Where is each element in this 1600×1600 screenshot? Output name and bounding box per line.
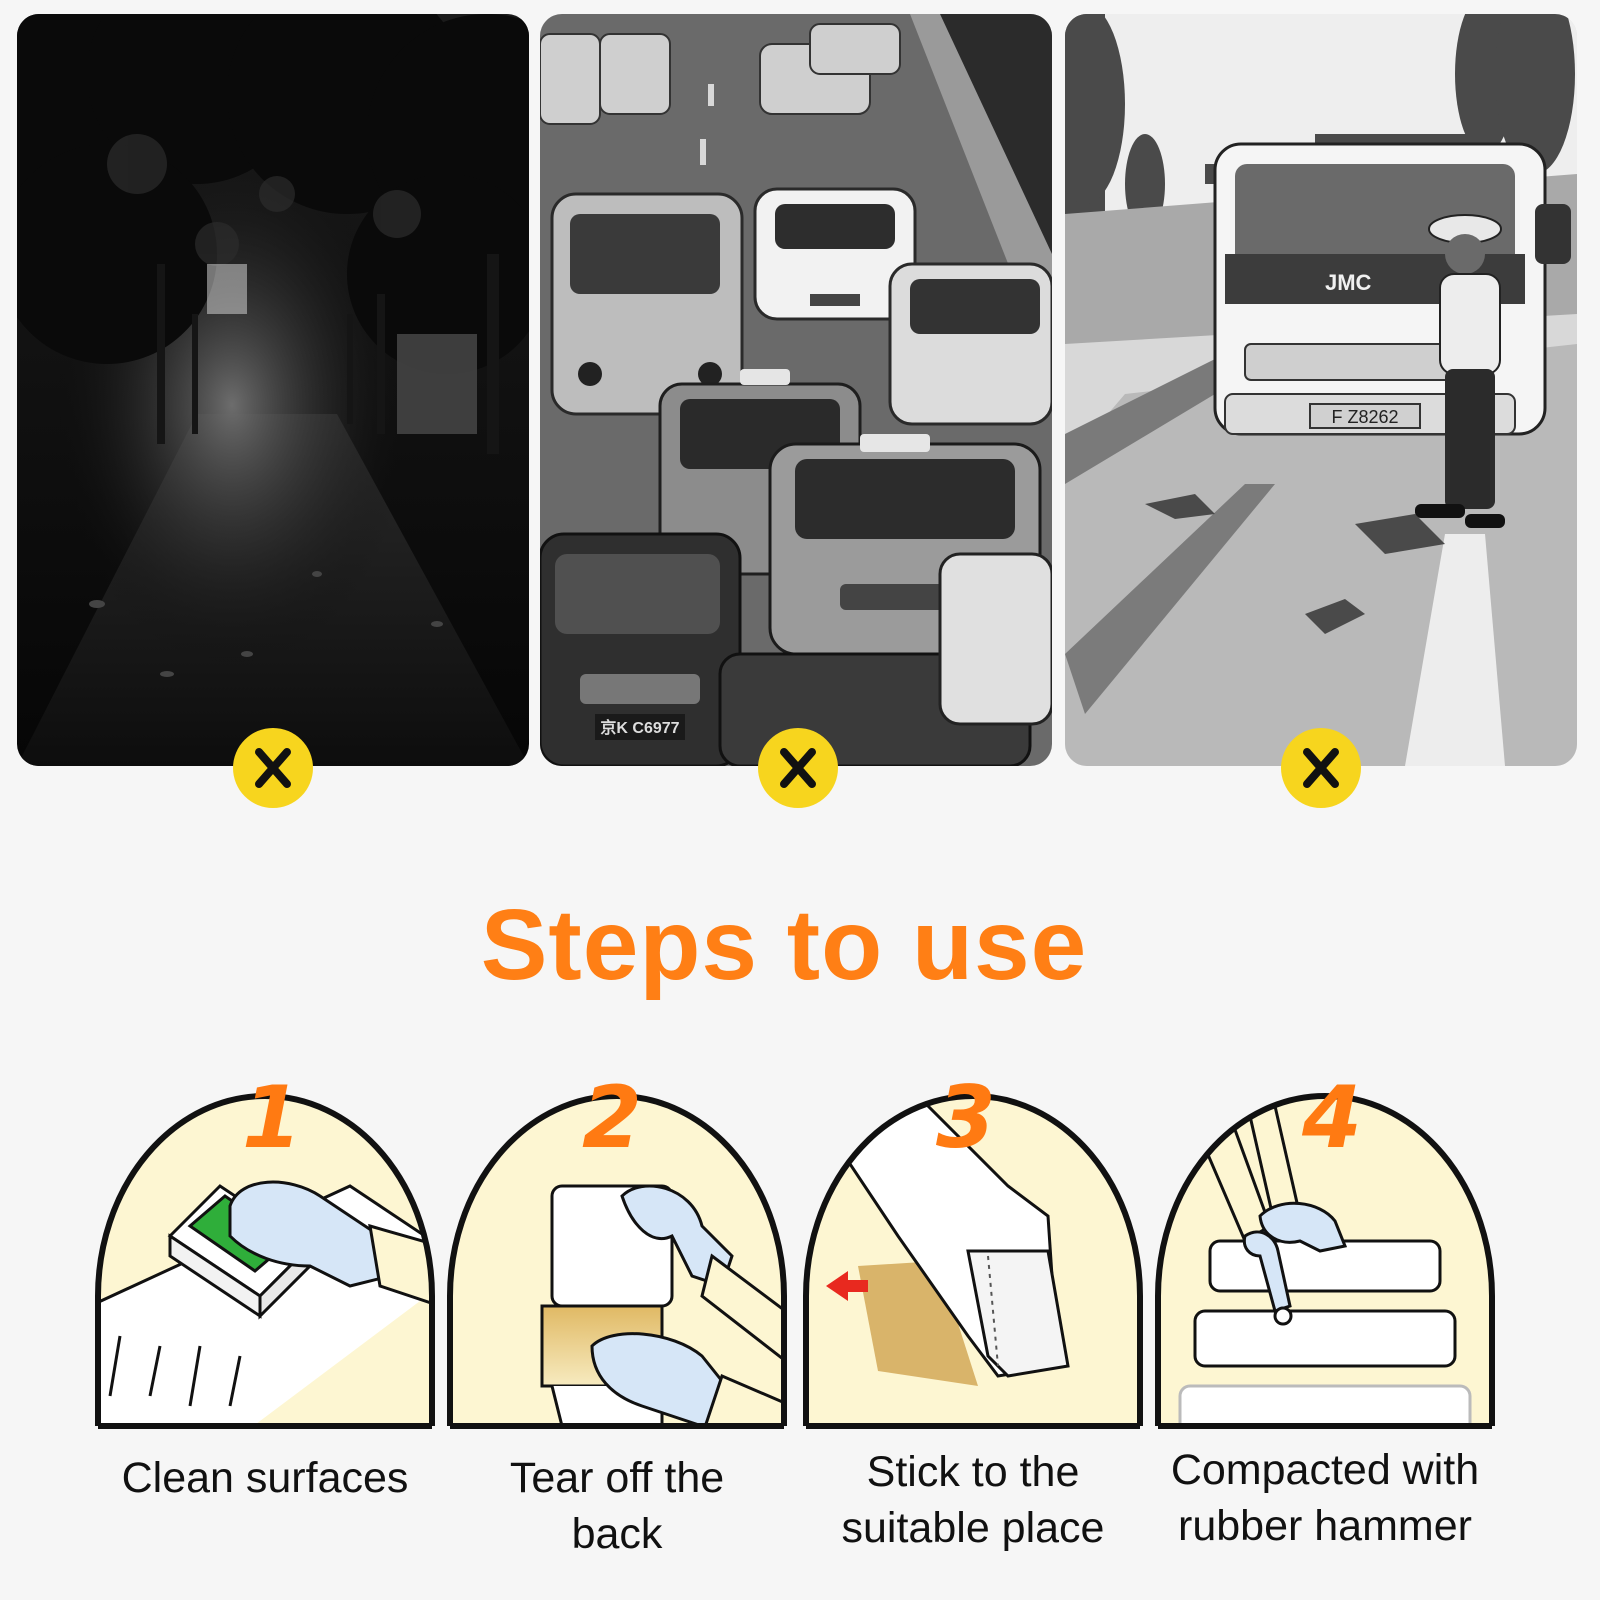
hammer-press-icon (1155, 1093, 1495, 1429)
caption-line: Clean surfaces (121, 1454, 409, 1502)
step-caption: Compacted with rubber hammer (1120, 1442, 1530, 1554)
caption-line: rubber hammer (1178, 1502, 1472, 1550)
step-number: 1 (242, 1068, 302, 1168)
caption-line: Stick to the (866, 1448, 1080, 1496)
peel-backing-icon (447, 1093, 787, 1429)
plate-text: 京K C6977 (600, 718, 679, 737)
apply-strip-icon (803, 1093, 1143, 1429)
step-caption: Clean surfaces (60, 1450, 470, 1506)
caption-line: Tear off the (509, 1454, 725, 1502)
step-number: 3 (936, 1068, 996, 1168)
truck-plate: F Z8262 (1331, 407, 1398, 427)
sponge-cleaning-icon (95, 1093, 435, 1429)
step-caption: Stick to the suitable place (768, 1444, 1178, 1556)
truck-brand: JMC (1325, 270, 1372, 295)
step-1: 1 Clean surfaces (90, 1068, 440, 1502)
warning-scenes: 京K C6977 (17, 14, 1583, 824)
caption-line: suitable place (841, 1504, 1105, 1552)
step-number: 2 (582, 1068, 642, 1168)
caption-line: back (571, 1510, 663, 1558)
step-caption: Tear off the back (412, 1450, 822, 1562)
traffic-jam-scene: 京K C6977 (540, 14, 1052, 766)
x-icon (758, 728, 838, 808)
step-2: 2 Tear off the back (442, 1068, 792, 1558)
step-number: 4 (1302, 1068, 1362, 1168)
x-icon (233, 728, 313, 808)
step-4: 4 Compacted with rubber hammer (1150, 1068, 1500, 1550)
steps-title: Steps to use (480, 889, 1088, 1001)
dark-road-scene (17, 14, 529, 766)
caption-line: Compacted with (1170, 1446, 1480, 1494)
x-icon (1281, 728, 1361, 808)
roadside-accident-scene: JMC F Z8262 (1065, 14, 1577, 766)
step-3: 3 Stick to the suitable place (798, 1068, 1148, 1552)
